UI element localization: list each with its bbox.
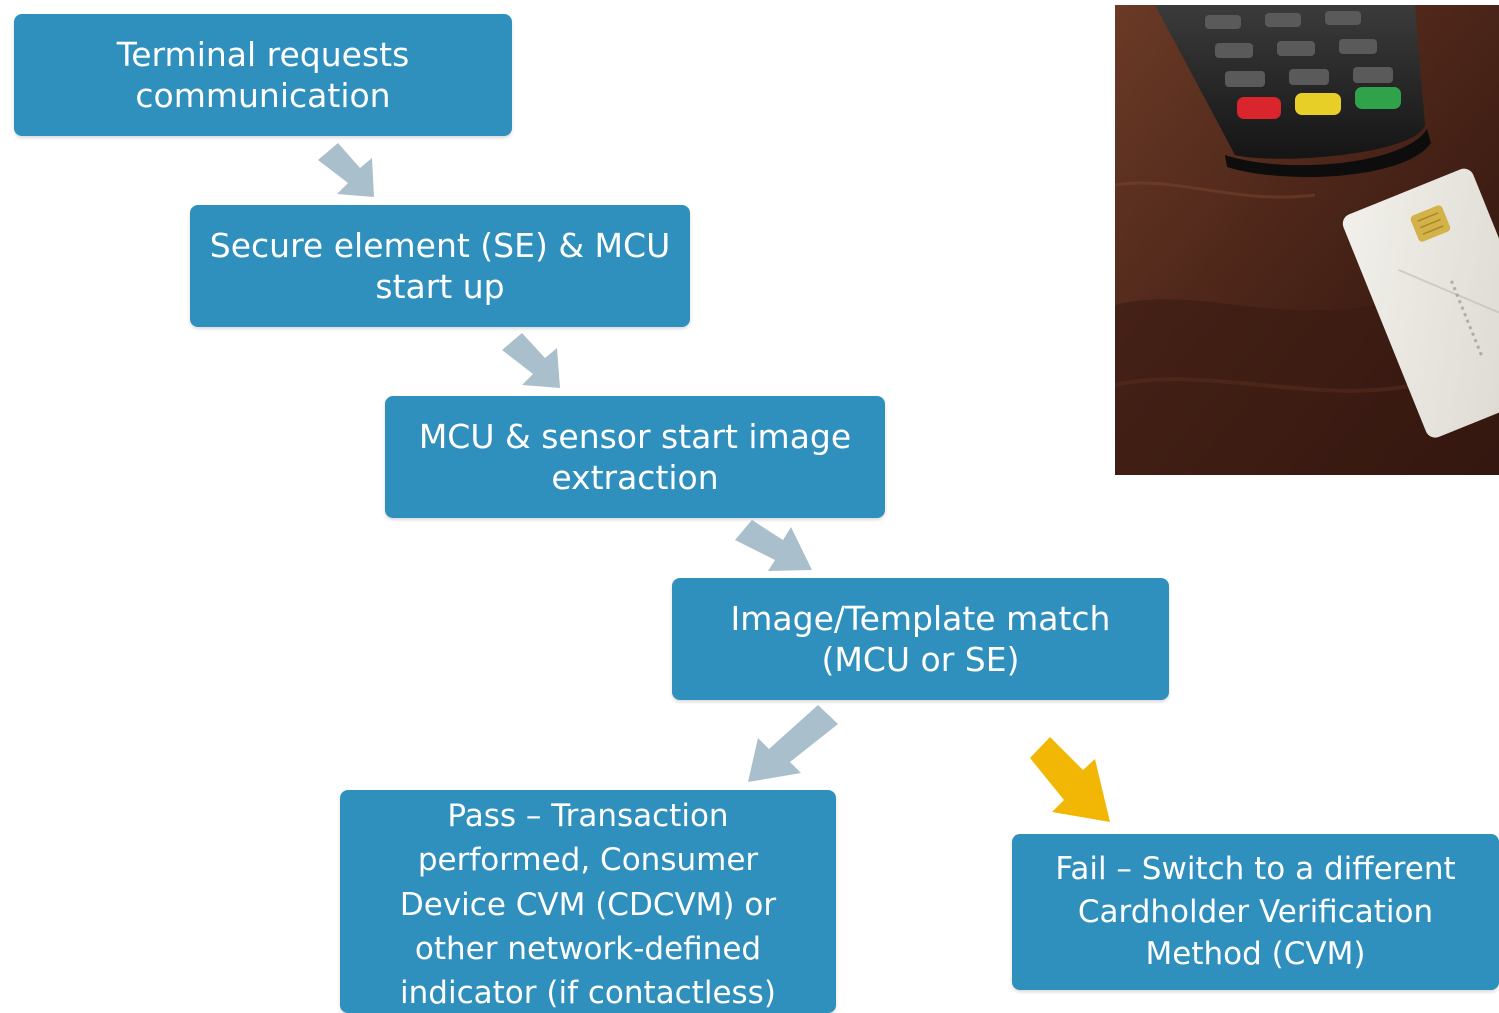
pass-line-3: Device CVM (CDCVM) or <box>399 886 777 923</box>
fail-line-3: Method (CVM) <box>1145 936 1366 973</box>
arrow-step1-to-step2 <box>318 143 374 197</box>
fail-line-1: Fail – Switch to a different <box>1055 850 1456 887</box>
step-image-extraction: MCU & sensor start image extraction <box>385 396 885 518</box>
pass-line-5: indicator (if contactless) <box>400 974 776 1011</box>
pass-line-1: Pass – Transaction <box>447 798 729 835</box>
pass-line-4: other network-defined <box>414 930 762 967</box>
step-1-line-1: Terminal requests <box>116 34 410 74</box>
step-3-line-2: extraction <box>551 458 719 497</box>
step-terminal-requests: Terminal requests communication <box>14 14 512 136</box>
outcome-pass: Pass – Transaction performed, Consumer D… <box>340 790 836 1013</box>
arrow-step3-to-step4 <box>735 520 812 571</box>
payment-terminal-photo-icon <box>1115 5 1499 475</box>
outcome-fail: Fail – Switch to a different Cardholder … <box>1012 834 1499 990</box>
step-3-line-1: MCU & sensor start image <box>418 416 852 456</box>
pass-line-2: performed, Consumer <box>417 842 759 879</box>
step-4-line-1: Image/Template match <box>730 598 1111 638</box>
step-secure-element-start: Secure element (SE) & MCU start up <box>190 205 690 327</box>
arrow-step2-to-step3 <box>502 333 560 388</box>
step-template-match: Image/Template match (MCU or SE) <box>672 578 1169 700</box>
step-4-line-2: (MCU or SE) <box>821 640 1020 679</box>
step-2-line-2: start up <box>375 267 505 306</box>
arrow-step4-to-fail <box>1030 737 1110 822</box>
fail-line-2: Cardholder Verification <box>1077 893 1434 930</box>
step-2-line-1: Secure element (SE) & MCU <box>209 225 671 265</box>
step-1-line-2: communication <box>135 76 391 115</box>
arrow-step4-to-pass <box>748 705 838 782</box>
